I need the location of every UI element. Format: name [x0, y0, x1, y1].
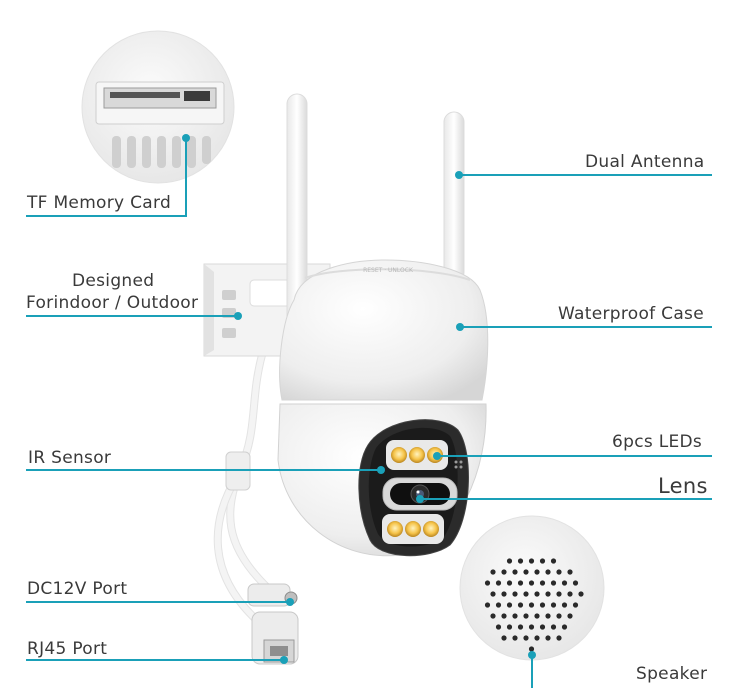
speaker-hole: [490, 591, 496, 597]
leds: [382, 440, 463, 544]
speaker-hole: [528, 602, 535, 608]
tf-card-label: TF Memory Card: [27, 193, 172, 213]
dc-port-label: DC12V Port: [27, 579, 128, 599]
speaker-hole: [484, 602, 491, 608]
speaker-hole: [572, 602, 579, 608]
speaker-hole: [490, 569, 496, 575]
speaker-hole: [506, 624, 513, 630]
speaker-hole: [556, 635, 562, 641]
speaker-hole: [567, 591, 573, 597]
speaker-hole: [561, 580, 568, 586]
designed-label-line1: Designed: [72, 271, 155, 291]
camera-body: RESET · UNLOCK: [277, 259, 489, 557]
speaker-hole: [484, 580, 491, 586]
speaker-hole: [523, 635, 529, 641]
casing-text: RESET · UNLOCK: [363, 267, 414, 274]
designed-label-line2: Forindoor / Outdoor: [26, 293, 199, 313]
speaker-hole: [539, 580, 546, 586]
speaker-hole: [495, 580, 502, 586]
ir-sensor-label: IR Sensor: [28, 448, 112, 468]
speaker-hole: [528, 580, 535, 586]
speaker-hole: [556, 613, 562, 619]
speaker-label: Speaker: [636, 664, 708, 684]
speaker-hole: [567, 613, 573, 619]
speaker-hole: [495, 602, 502, 608]
speaker-hole: [517, 602, 524, 608]
callout-dots: [182, 134, 536, 664]
rj45-connector: [251, 611, 299, 665]
speaker-hole: [561, 624, 568, 630]
speaker-hole: [561, 602, 568, 608]
speaker-hole: [501, 569, 507, 575]
speaker-hole: [539, 624, 546, 630]
speaker-hole: [572, 580, 579, 586]
speaker-hole: [501, 591, 507, 597]
callout-lines: [26, 138, 712, 688]
speaker-hole: [501, 635, 507, 641]
speaker-hole: [528, 624, 535, 630]
speaker-hole: [545, 635, 551, 641]
speaker-hole: [501, 613, 507, 619]
speaker-hole: [556, 569, 562, 575]
speaker-hole: [506, 602, 513, 608]
lens-label: Lens: [658, 474, 708, 498]
speaker-hole: [490, 613, 496, 619]
speaker-zoom: [459, 515, 605, 661]
leds-label: 6pcs LEDs: [612, 432, 703, 452]
speaker-hole: [550, 602, 557, 608]
waterproof-label: Waterproof Case: [558, 304, 704, 324]
speaker-hole: [550, 580, 557, 586]
speaker-hole: [506, 580, 513, 586]
speaker-hole: [534, 591, 540, 597]
speaker-hole: [512, 635, 518, 641]
speaker-hole: [512, 591, 518, 597]
speaker-hole: [523, 569, 529, 575]
speaker-hole: [545, 591, 551, 597]
speaker-hole: [517, 624, 524, 630]
speaker-hole: [534, 613, 540, 619]
speaker-hole: [523, 613, 529, 619]
speaker-hole: [550, 624, 557, 630]
speaker-hole: [545, 613, 551, 619]
speaker-hole: [550, 558, 557, 564]
lens-module: [382, 477, 458, 511]
speaker-hole: [534, 635, 540, 641]
speaker-hole: [545, 569, 551, 575]
speaker-hole: [528, 558, 535, 564]
speaker-hole: [528, 646, 535, 652]
speaker-hole: [539, 558, 546, 564]
speaker-hole: [578, 591, 584, 597]
speaker-hole: [534, 569, 540, 575]
speaker-hole: [517, 580, 524, 586]
tf-card-zoom: [81, 30, 235, 184]
speaker-hole: [523, 591, 529, 597]
speaker-hole: [495, 624, 502, 630]
speaker-hole: [556, 591, 562, 597]
speaker-hole: [506, 558, 513, 564]
speaker-hole: [512, 613, 518, 619]
speaker-hole: [567, 569, 573, 575]
dual-antenna-label: Dual Antenna: [585, 152, 705, 172]
speaker-hole: [539, 602, 546, 608]
speaker-hole: [512, 569, 518, 575]
rj45-label: RJ45 Port: [27, 639, 108, 659]
speaker-hole: [517, 558, 524, 564]
